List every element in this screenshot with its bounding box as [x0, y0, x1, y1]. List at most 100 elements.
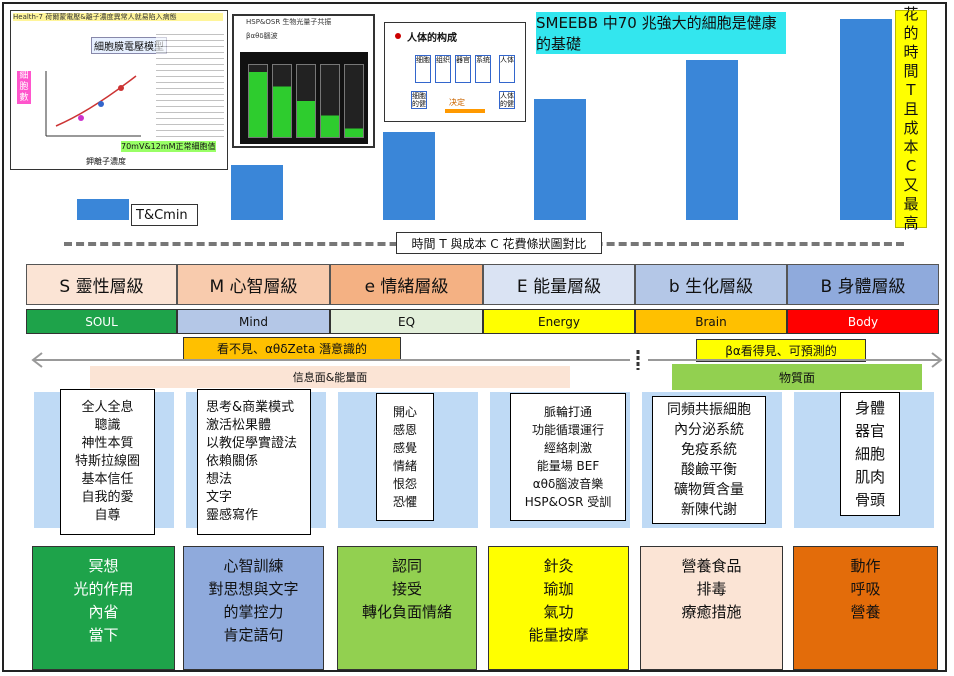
thumb3-box: 细胞 [415, 55, 431, 83]
list-item: 特斯拉線圈 [74, 454, 140, 469]
list-item: 恐懼 [392, 495, 417, 509]
list-item: 酸鹼平衡 [681, 462, 737, 478]
list-item: 感覺 [392, 441, 417, 455]
info-energy-label: 信息面&能量面 [90, 366, 570, 388]
layer-label: E 能量層級 [516, 277, 602, 297]
list-item: 聰識 [94, 418, 121, 433]
battery-icon [344, 64, 364, 138]
color-brain: Brain [635, 309, 787, 334]
thumb1-curve [45, 71, 141, 137]
list-item: 肌肉 [854, 467, 885, 486]
layer-emotion: e 情緒層級 [330, 264, 483, 305]
color-label: Mind [239, 314, 268, 329]
practice-item: 接受 [391, 580, 422, 598]
list-item: 自尊 [94, 508, 121, 523]
practice-item: 內省 [88, 603, 119, 621]
practice-item: 光的作用 [73, 580, 134, 598]
cost-bar-e [383, 132, 435, 220]
layer-mind: M 心智層級 [177, 264, 330, 305]
battery-icon [296, 64, 316, 138]
thumb3-box: 人体 [499, 55, 515, 83]
thumb1-text-block [156, 29, 224, 139]
list-item: 同頻共振細胞 [667, 402, 751, 418]
practice-item: 的掌控力 [223, 603, 284, 621]
layer-label: e 情緒層級 [364, 277, 449, 297]
list-item: 依賴關係 [206, 454, 259, 469]
list-item: 想法 [206, 472, 233, 487]
vertical-summary-label: 花的時間T且成本C又最高 [895, 5, 927, 232]
list-item: 身體 [854, 398, 885, 417]
layer-label: M 心智層級 [209, 277, 298, 297]
list-item: 靈感寫作 [206, 508, 259, 523]
list-item: 文字 [206, 490, 233, 505]
list-item: 恨怨 [392, 477, 417, 491]
practice-item: 針灸 [543, 557, 574, 575]
list-item: 經絡刺激 [543, 441, 592, 455]
practice-box-soul: 冥想 光的作用 內省 當下 [32, 546, 175, 670]
list-item: 基本信任 [81, 472, 134, 487]
practice-item: 瑜珈 [543, 580, 574, 598]
list-item: 全人全息 [81, 400, 134, 415]
battery-icon [272, 64, 292, 138]
red-dot-icon [395, 33, 401, 39]
layer-energy: E 能量層級 [483, 264, 635, 305]
layer-soul: S 靈性層級 [26, 264, 177, 305]
practice-item: 營養食品 [681, 557, 742, 575]
list-item: 器官 [854, 421, 885, 440]
practice-item: 動作 [850, 557, 881, 575]
thumb2-subtitle: βαθδ腦波 [246, 32, 278, 40]
cost-bar-S [77, 199, 129, 220]
thumb3-box: 器官 [455, 55, 471, 83]
practice-item: 氣功 [543, 603, 574, 621]
bar-label-tcmin: T&Cmin [131, 204, 198, 226]
thumb1-vertical-label: 細胞數 [17, 71, 31, 104]
practice-item: 對思想與文字 [208, 580, 299, 598]
practice-item: 肯定語句 [223, 626, 284, 644]
practice-item: 療癒措施 [681, 603, 742, 621]
practice-box-energy: 針灸 瑜珈 氣功 能量按摩 [488, 546, 629, 670]
battery-icon [320, 64, 340, 138]
practice-item: 心智訓練 [223, 557, 284, 575]
thumb3-box: 系统 [475, 55, 491, 83]
color-label: Body [847, 314, 879, 329]
color-eq: EQ [330, 309, 483, 334]
list-item: 免疫系統 [681, 442, 737, 458]
list-item: 開心 [392, 405, 417, 419]
list-item: 內分泌系統 [674, 422, 744, 438]
vertical-summary-text: 花的時間T且成本C又最高 [903, 5, 919, 232]
list-item: 脈輪打通 [543, 405, 592, 419]
color-label: Brain [695, 314, 727, 329]
color-label: EQ [397, 314, 416, 329]
list-item: 細胞 [854, 444, 885, 463]
cost-bar-b [686, 60, 738, 220]
list-item: 思考&商業模式 [206, 400, 295, 415]
practice-box-mind: 心智訓練 對思想與文字 的掌控力 肯定語句 [183, 546, 324, 670]
thumb1-note: 70mV&12mM正常細胞值 [121, 141, 216, 152]
practice-item: 轉化負面情緒 [361, 603, 452, 621]
thumbnail-batteries: HSP&OSR 生物光量子共振 βαθδ腦波 [232, 14, 375, 148]
comparison-title: 時間 T 與成本 C 花費條狀圖對比 [396, 232, 602, 254]
list-item: 功能循環運行 [531, 423, 604, 437]
list-item: 礦物質含量 [674, 482, 744, 498]
practice-box-body: 動作 呼吸 營養 [793, 546, 938, 670]
thumbnail-body-composition: 人体的构成 细胞 组织 器官 系统 人体 细胞的健 决定 人体的健 [384, 22, 526, 122]
matter-label: 物質面 [672, 364, 922, 390]
practice-item: 呼吸 [850, 580, 881, 598]
list-box-soul: 全人全息 聰識 神性本質 特斯拉線圈 基本信任 自我的愛 自尊 [60, 389, 155, 535]
thumb3-middle: 决定 [449, 98, 465, 107]
thumb1-xlabel: 鉀離子濃度 [86, 157, 126, 166]
list-item: αθδ腦波音樂 [532, 477, 604, 491]
arrow-right-icon [445, 109, 485, 113]
list-item: 情緒 [392, 459, 417, 473]
practice-item: 排毒 [696, 580, 727, 598]
practice-box-emotion: 認同 接受 轉化負面情緒 [337, 546, 477, 670]
color-mind: Mind [177, 309, 330, 334]
color-body: Body [787, 309, 939, 334]
list-box-mind: 思考&商業模式 激活松果體 以教促學實證法 依賴關係 想法 文字 靈感寫作 [197, 389, 311, 535]
practice-item: 營養 [850, 603, 881, 621]
double-arrow [31, 350, 943, 370]
thumb3-bottom-left: 细胞的健 [411, 91, 427, 109]
list-box-body: 身體 器官 細胞 肌肉 骨頭 [840, 392, 900, 516]
thumb3-title: 人体的构成 [407, 33, 457, 44]
